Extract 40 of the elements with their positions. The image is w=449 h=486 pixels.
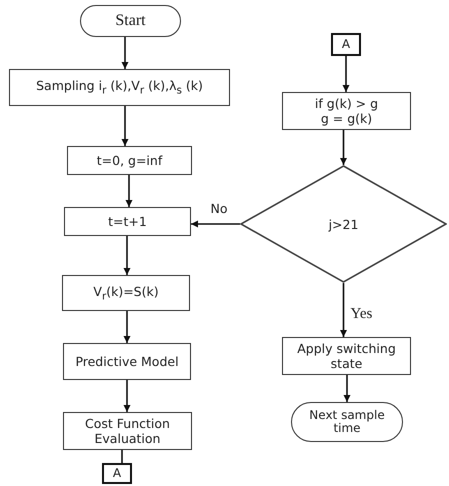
node-text: Start	[115, 11, 146, 31]
node-text: Apply switching state	[296, 341, 397, 371]
decision-diamond	[240, 165, 447, 283]
arrow	[124, 311, 130, 343]
node-text: A	[342, 37, 350, 52]
arrow	[340, 130, 347, 165]
arrow	[344, 375, 350, 402]
node-text: Next sample time	[308, 408, 386, 436]
arrow	[124, 380, 130, 412]
process-box	[67, 146, 192, 175]
node-text: Predictive Model	[75, 354, 179, 369]
node-text: A	[112, 466, 122, 481]
process-box	[62, 275, 190, 311]
connector-box	[331, 33, 361, 56]
node-text: t=0, g=inf	[96, 153, 162, 168]
arrow	[126, 175, 132, 207]
node-text: j>21	[328, 216, 358, 232]
end-terminal	[291, 402, 403, 442]
connector-line	[121, 450, 123, 463]
process-box	[63, 343, 191, 380]
arrow	[191, 220, 240, 228]
process-box	[63, 412, 192, 450]
edge-label: No	[210, 202, 228, 216]
node-text: if g(k) > g	[314, 96, 378, 111]
arrow	[124, 236, 130, 275]
node-text: t=t+1	[108, 214, 147, 229]
process-box	[282, 92, 411, 130]
process-box	[282, 337, 411, 375]
node-text: V$_{r}$(k)=S(k)	[93, 284, 159, 302]
node-text: g = g(k)	[320, 111, 372, 126]
arrow	[342, 56, 350, 92]
start-terminal	[80, 5, 181, 37]
process-box	[64, 207, 191, 236]
node-text: Sampling i$_{r}$ (k),V$_{r}$ (k),λ$_{s}$ (k)	[36, 78, 203, 97]
connector-box	[102, 463, 132, 484]
arrow	[122, 37, 128, 69]
process-box	[9, 69, 230, 106]
node-text: Cost Function Evaluation	[84, 416, 171, 446]
arrow	[340, 283, 347, 337]
arrow	[122, 106, 128, 146]
